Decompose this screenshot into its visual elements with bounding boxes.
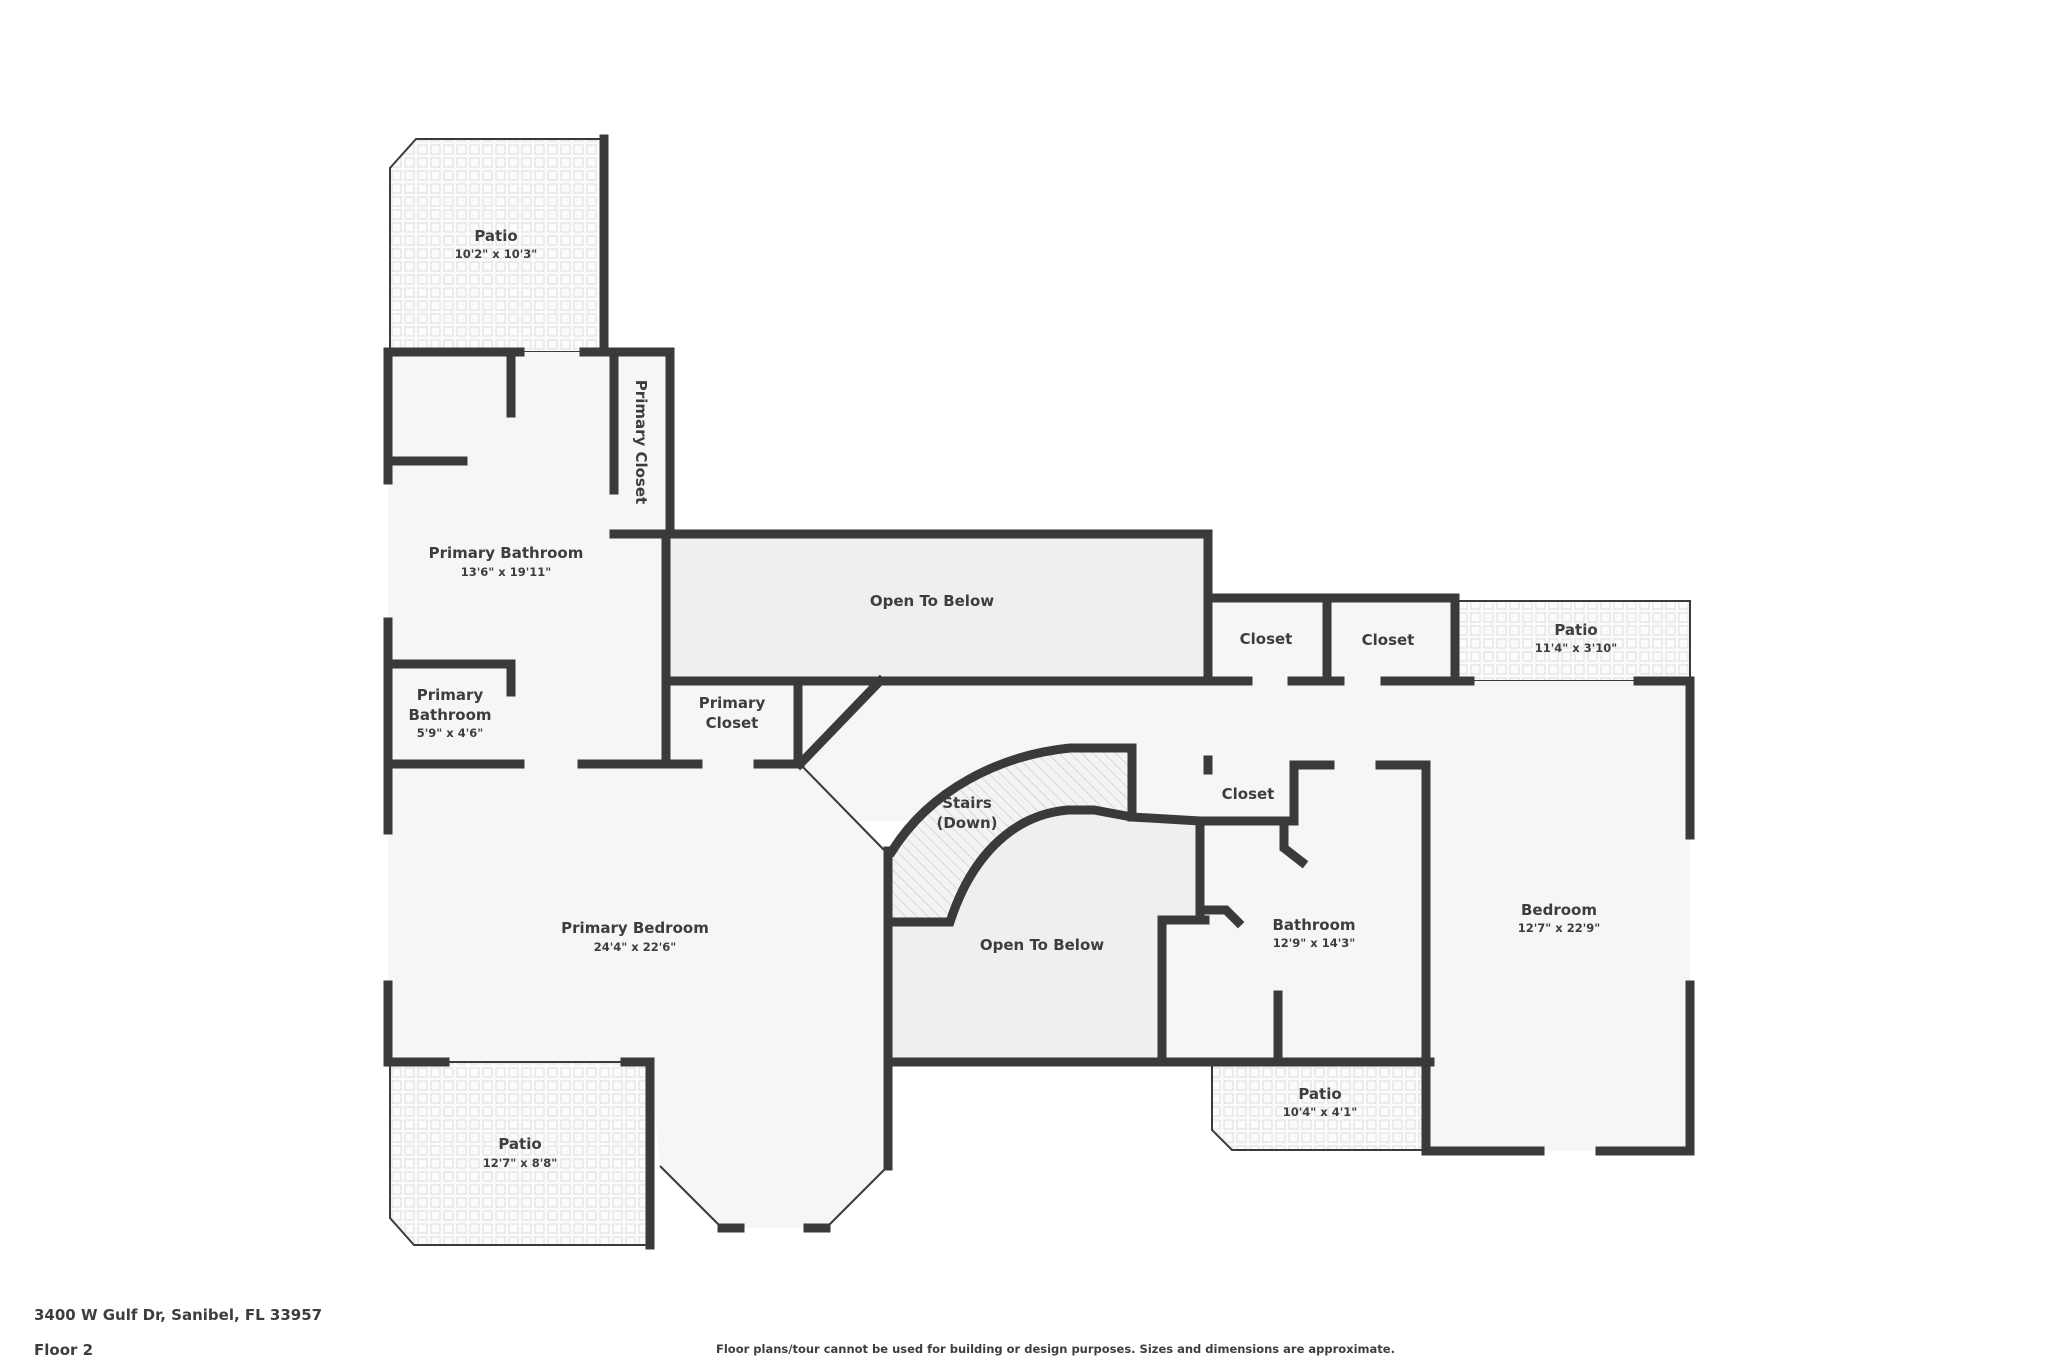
- primary-bathroom-label: Primary Bathroom: [429, 544, 584, 562]
- primary-closet-small-label-2: Closet: [706, 714, 759, 732]
- patio-bottom-center-dims: 10'4" x 4'1": [1283, 1105, 1357, 1119]
- patio-top-label: Patio: [474, 227, 517, 245]
- patio-bottom-left-label: Patio: [498, 1135, 541, 1153]
- patio-right-dims: 11'4" x 3'10": [1535, 641, 1617, 655]
- primary-bedroom-label: Primary Bedroom: [561, 919, 709, 937]
- bedroom-label: Bedroom: [1521, 901, 1597, 919]
- primary-bathroom-small-label-2: Bathroom: [408, 706, 491, 724]
- bedroom-area: [1426, 681, 1690, 1151]
- bathroom-area: [1162, 765, 1426, 1062]
- closet-3-area: [1208, 765, 1294, 821]
- primary-closet-vertical-label: Primary Closet: [632, 380, 650, 504]
- closet-2-area: [1327, 598, 1455, 681]
- primary-closet-vertical-area: [614, 352, 670, 534]
- open-to-below-center-label: Open To Below: [980, 936, 1104, 954]
- bathroom-label: Bathroom: [1272, 916, 1355, 934]
- walls: [383, 134, 1695, 1250]
- primary-bedroom-area: [388, 764, 888, 1228]
- hall-right-area: [1208, 681, 1426, 765]
- closet-1-area: [1208, 598, 1327, 681]
- open-to-below-center-area: [892, 810, 1200, 1062]
- primary-bathroom-dims: 13'6" x 19'11": [461, 565, 551, 579]
- primary-closet-small-area: [670, 681, 800, 764]
- open-to-below-top-area: [670, 534, 1208, 681]
- patio-top-area: [389, 138, 605, 353]
- primary-bathroom-small-dims: 5'9" x 4'6": [417, 726, 483, 740]
- stairs-label-2: (Down): [936, 814, 997, 832]
- patio-bottom-center-label: Patio: [1298, 1085, 1341, 1103]
- primary-bathroom-small-label-1: Primary: [417, 686, 484, 704]
- patio-right-label: Patio: [1554, 621, 1597, 639]
- property-address: 3400 W Gulf Dr, Sanibel, FL 33957: [34, 1306, 323, 1324]
- primary-bedroom-dims: 24'4" x 22'6": [594, 940, 676, 954]
- closet-3-label: Closet: [1222, 785, 1275, 803]
- patio-top-dims: 10'2" x 10'3": [455, 247, 537, 261]
- disclaimer: Floor plans/tour cannot be used for buil…: [716, 1342, 1395, 1356]
- patio-bottom-left-area: [389, 1061, 651, 1246]
- stairs-label-1: Stairs: [942, 794, 992, 812]
- closet-1-label: Closet: [1240, 630, 1293, 648]
- bathroom-dims: 12'9" x 14'3": [1273, 936, 1355, 950]
- bedroom-dims: 12'7" x 22'9": [1518, 921, 1600, 935]
- primary-closet-small-label-1: Primary: [699, 694, 766, 712]
- patio-bottom-left-dims: 12'7" x 8'8": [483, 1156, 557, 1170]
- floor-label: Floor 2: [34, 1341, 94, 1359]
- open-to-below-top-label: Open To Below: [870, 592, 994, 610]
- closet-2-label: Closet: [1362, 631, 1415, 649]
